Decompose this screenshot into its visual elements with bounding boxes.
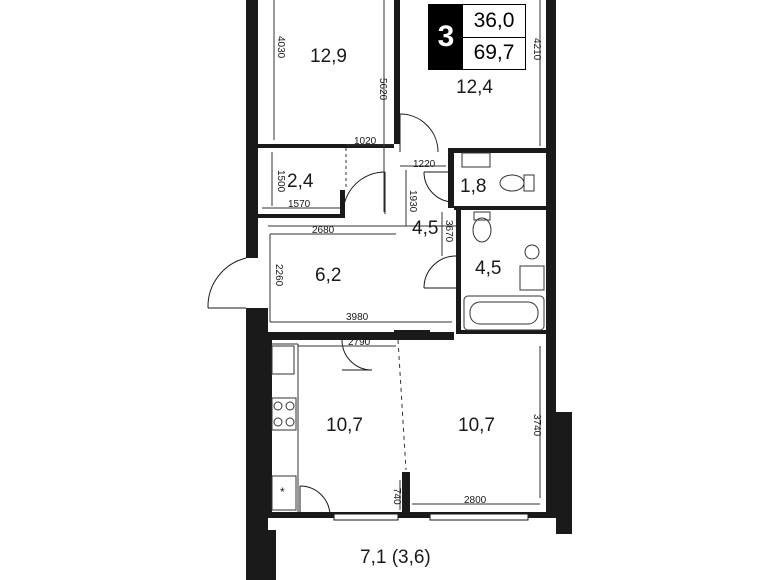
wall-bath-bottom — [456, 330, 546, 334]
dim-2680: 2680 — [312, 225, 335, 236]
dim-1500: 1500 — [275, 170, 286, 193]
wall-bottom — [268, 512, 556, 518]
stove — [271, 397, 297, 431]
bath-sink — [519, 265, 545, 291]
wall-right-lower — [556, 412, 572, 534]
room-area-wc: 1,8 — [460, 176, 486, 197]
living-area: 36,0 — [463, 5, 525, 38]
wall-bath-left — [456, 208, 461, 330]
dim-1570: 1570 — [288, 199, 311, 210]
fridge — [271, 475, 297, 511]
window-bottom-left — [333, 513, 399, 521]
wall-hall-bottom-post — [394, 330, 430, 340]
door-entrance — [207, 257, 247, 309]
room-area-kitchen: 10,7 — [326, 415, 363, 436]
dim-2800: 2800 — [464, 495, 487, 506]
room-area-living: 10,7 — [458, 415, 495, 436]
room-area-corridor: 4,5 — [412, 218, 438, 239]
wall-door-post — [394, 118, 400, 144]
total-area: 69,7 — [473, 41, 515, 64]
sink-wc — [461, 152, 491, 168]
toilet-bath — [473, 211, 491, 221]
apartment-badge: 3 36,0 69,7 — [428, 4, 526, 70]
wall-closet-right — [340, 190, 345, 218]
room-area-bathroom: 4,5 — [475, 258, 501, 279]
dim-1930: 1930 — [407, 190, 418, 213]
wall-under-closet — [258, 214, 344, 218]
dim-5620: 5620 — [377, 78, 388, 101]
toilet-wc — [499, 174, 525, 192]
room-count: 3 — [429, 5, 463, 69]
wall-left-lower — [246, 308, 268, 580]
dim-4030: 4030 — [275, 36, 286, 59]
dim-2260: 2260 — [273, 264, 284, 287]
doors — [207, 113, 457, 518]
door-bedroom-right — [399, 113, 439, 153]
door-balcony — [299, 485, 331, 517]
wall-wc-left — [448, 148, 454, 208]
wall-under-bedroom-right — [448, 148, 546, 153]
room-area-bedroom-left: 12,9 — [310, 46, 347, 67]
door-wc — [423, 171, 455, 203]
dim-4210: 4210 — [531, 38, 542, 61]
dim-740: 740 — [391, 488, 402, 505]
walls — [246, 0, 572, 580]
dim-3740: 3740 — [531, 414, 542, 437]
door-bath — [423, 255, 457, 289]
wall-bedroom-divider — [394, 0, 400, 118]
room-area-hall: 6,2 — [315, 265, 341, 286]
dim-2790: 2790 — [348, 337, 371, 348]
wall-under-wc — [454, 206, 546, 210]
wall-balcony-left — [268, 530, 276, 580]
wall-kitchen-left — [268, 340, 272, 518]
thin-lines — [268, 148, 456, 471]
wall-stub-mid — [402, 472, 410, 516]
kitchen-sink — [271, 345, 295, 375]
wall-left-upper — [246, 0, 258, 258]
dim-3670: 3670 — [443, 220, 454, 243]
fridge-icon: * — [280, 485, 285, 499]
windows — [333, 513, 529, 521]
dimension-lines — [262, 0, 541, 510]
dim-1220: 1220 — [413, 159, 436, 170]
dim-1020: 1020 — [354, 136, 377, 147]
wall-under-bedroom-left — [258, 144, 394, 148]
fixtures — [271, 152, 545, 512]
room-area-balcony: 7,1 (3,6) — [360, 547, 431, 568]
door-corridor — [342, 171, 386, 215]
bathtub — [463, 295, 545, 331]
wall-hall-bottom — [268, 332, 454, 340]
dim-3980: 3980 — [346, 312, 369, 323]
wall-right-upper — [546, 0, 556, 518]
room-area-bedroom-right: 12,4 — [456, 77, 493, 98]
window-bottom-right — [429, 513, 529, 521]
room-area-closet: 2,4 — [287, 171, 314, 192]
washer-icon — [524, 244, 540, 260]
